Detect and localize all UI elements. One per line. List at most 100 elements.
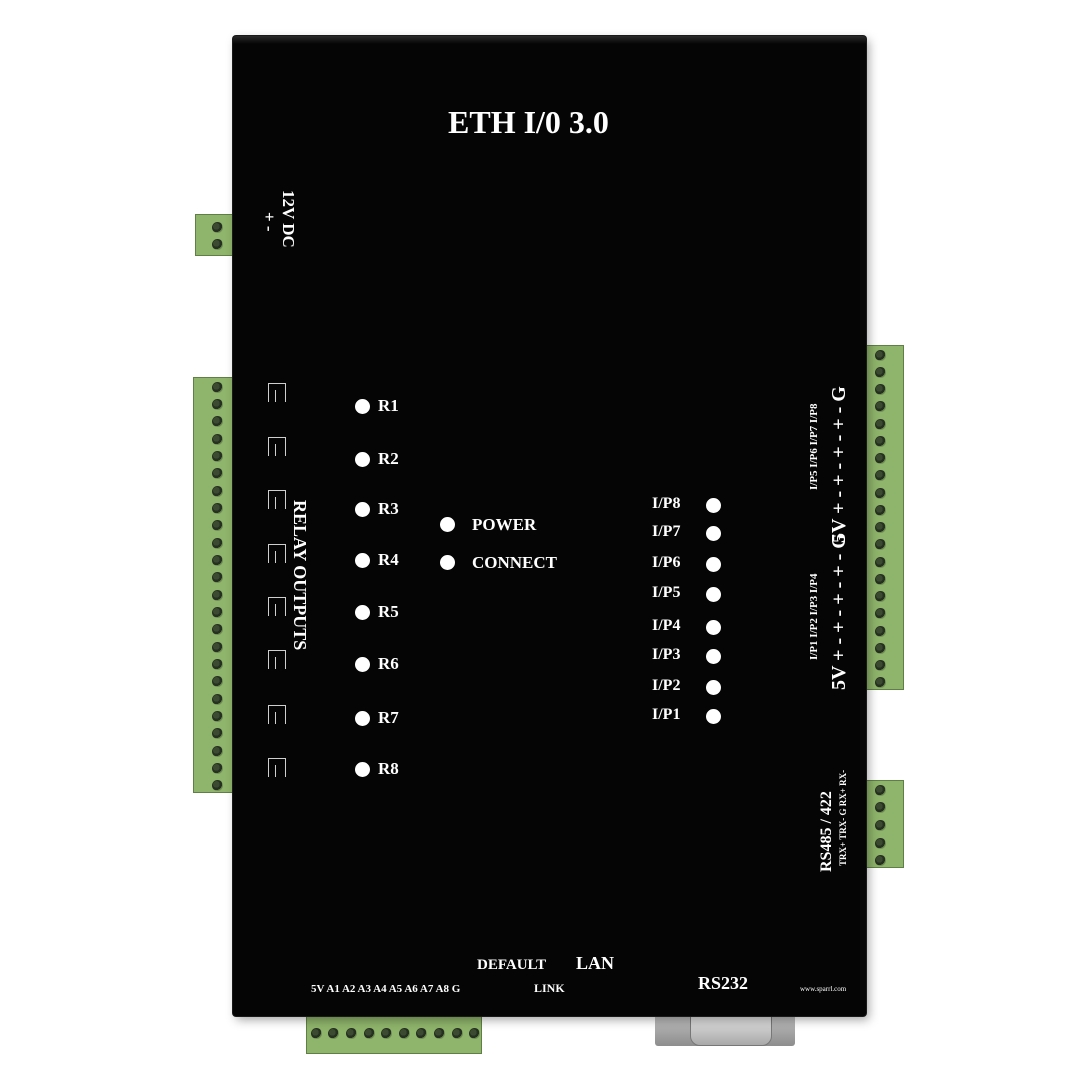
power-terminal-block [195, 214, 235, 256]
relay-contact-symbol [268, 437, 286, 456]
relay-led-5 [355, 605, 370, 620]
relay-outputs-heading: RELAY OUTPUTS [290, 500, 310, 651]
relay-contact-symbol [268, 490, 286, 509]
terminal-screw [212, 381, 223, 393]
rs485-terminal-block [866, 780, 904, 868]
terminal-screw [212, 468, 223, 480]
terminal-screw [212, 693, 223, 705]
input-upper-signs: 5V + - + - + - + - G [828, 386, 850, 543]
rs485-pins: TRX+ TRX- G RX+ RX- [838, 769, 848, 866]
terminal-screw [212, 451, 223, 462]
terminal-screw [875, 366, 886, 378]
device-enclosure [233, 36, 866, 1016]
terminal-screw [212, 676, 223, 688]
power-led [440, 517, 455, 532]
relay-led-label: R8 [378, 759, 399, 778]
terminal-screw [212, 641, 223, 653]
terminal-screw [875, 418, 886, 430]
terminal-screw [416, 1028, 428, 1039]
relay-terminal-block [193, 377, 235, 793]
input-led-6 [706, 557, 721, 572]
terminal-screw [212, 555, 223, 566]
terminal-screw [875, 573, 886, 585]
terminal-screw [875, 401, 886, 413]
terminal-screw [875, 820, 886, 831]
input-led-8 [706, 498, 721, 513]
connect-led [440, 555, 455, 570]
terminal-screw [875, 453, 886, 465]
relay-led-label: R2 [378, 449, 399, 468]
relay-contact-symbol [268, 597, 286, 616]
terminal-screw [212, 399, 223, 410]
rs232-db9-shell [690, 1014, 772, 1046]
terminal-screw [212, 728, 223, 740]
terminal-screw [212, 485, 223, 497]
relay-contact-symbol [268, 650, 286, 669]
input-led-label: I/P7 [652, 523, 681, 540]
terminal-screw [212, 624, 223, 636]
device-title: ETH I/0 3.0 [448, 104, 609, 140]
input-led-label: I/P4 [652, 617, 681, 634]
input-terminal-block [866, 345, 904, 690]
terminal-screw [875, 487, 886, 499]
power-led-label: POWER [472, 515, 537, 534]
terminal-screw [363, 1028, 375, 1039]
terminal-screw [381, 1028, 393, 1039]
input-led-4 [706, 620, 721, 635]
analog-terminal-block [306, 1012, 482, 1054]
connect-led-label: CONNECT [472, 553, 558, 572]
input-led-1 [706, 709, 721, 724]
terminal-screw [212, 745, 223, 757]
terminal-screw [212, 659, 223, 670]
terminal-screw [328, 1028, 340, 1039]
terminal-screw [875, 642, 886, 654]
input-led-label: I/P2 [652, 677, 681, 694]
terminal-screw [875, 802, 886, 814]
terminal-screw [875, 349, 886, 361]
relay-led-1 [355, 399, 370, 414]
terminal-screw [875, 556, 886, 568]
input-led-label: I/P5 [652, 584, 681, 601]
terminal-screw [875, 660, 886, 672]
input-led-label: I/P3 [652, 646, 681, 663]
terminal-screw [212, 780, 223, 792]
input-led-5 [706, 587, 721, 602]
terminal-screw [212, 537, 223, 549]
input-upper-names: I/P5 I/P6 I/P7 I/P8 [808, 403, 820, 490]
terminal-screw [212, 763, 223, 774]
terminal-screw [875, 384, 886, 396]
relay-led-label: R5 [378, 602, 399, 621]
terminal-screw [434, 1028, 445, 1039]
terminal-screw [875, 522, 886, 534]
relay-led-label: R6 [378, 654, 399, 673]
terminal-screw [212, 433, 223, 445]
rs232-label: RS232 [698, 973, 749, 993]
device-top-edge [233, 36, 866, 44]
terminal-screw [398, 1028, 410, 1039]
relay-led-label: R7 [378, 708, 399, 727]
input-led-3 [706, 649, 721, 664]
relay-contact-symbol [268, 383, 286, 402]
relay-led-2 [355, 452, 370, 467]
relay-contact-symbol [268, 758, 286, 777]
terminal-screw [875, 435, 886, 447]
input-led-7 [706, 526, 721, 541]
input-lower-names: I/P1 I/P2 I/P3 I/P4 [808, 573, 820, 660]
terminal-screw [212, 416, 223, 428]
link-label: LINK [534, 981, 565, 995]
power-polarity: + - [260, 212, 279, 232]
default-label: DEFAULT [477, 957, 547, 973]
terminal-screw [875, 784, 886, 796]
terminal-screw [875, 608, 886, 620]
terminal-screw [212, 572, 223, 584]
relay-led-label: R3 [378, 499, 399, 518]
relay-led-8 [355, 762, 370, 777]
terminal-screw [212, 589, 223, 601]
terminal-screw [212, 607, 223, 618]
power-label: 12V DC [279, 190, 298, 248]
terminal-screw [875, 470, 886, 482]
relay-contact-symbol [268, 705, 286, 724]
terminal-screw [875, 837, 886, 849]
relay-led-4 [355, 553, 370, 568]
terminal-screw [212, 520, 223, 532]
